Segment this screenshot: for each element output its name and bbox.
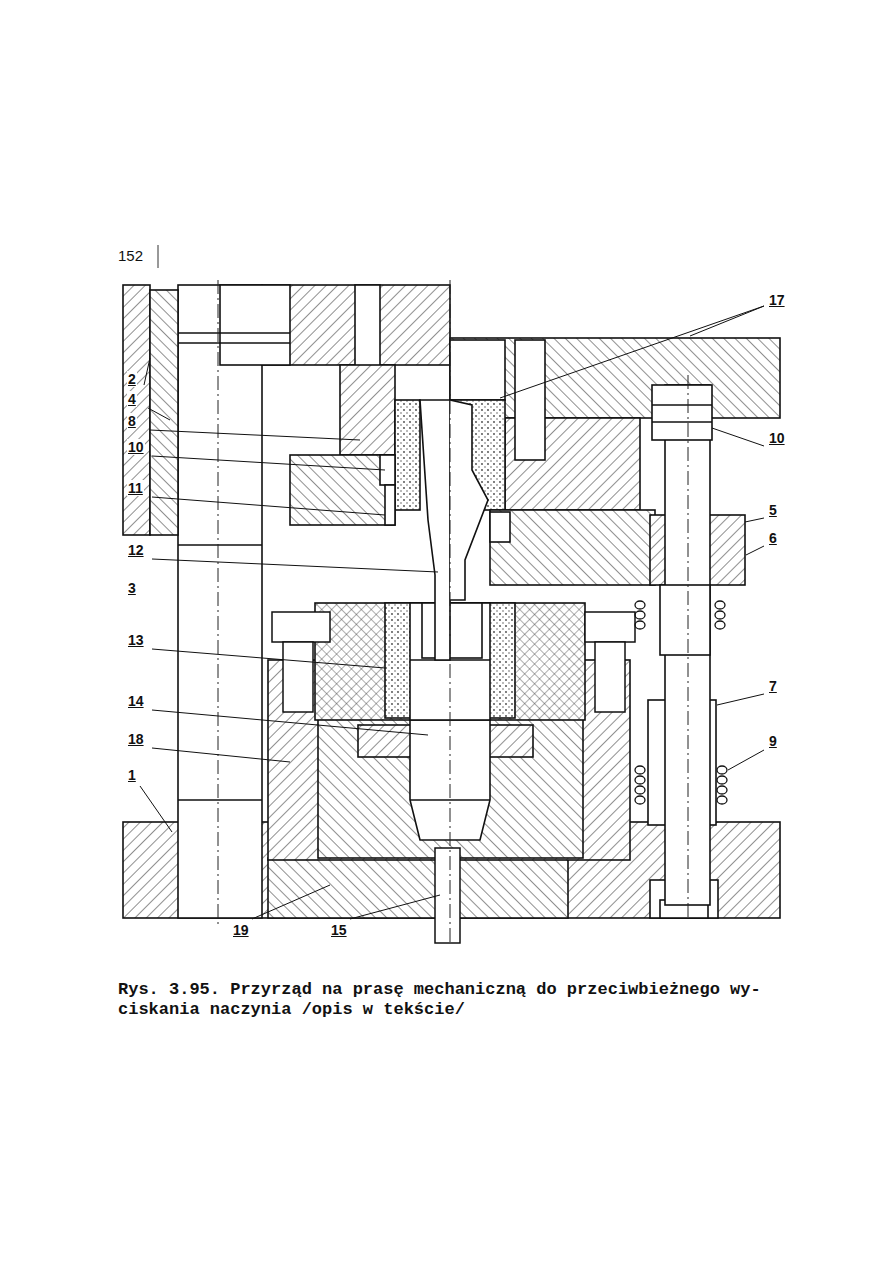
upper-plate-left-part [395, 400, 420, 510]
springs-part [717, 776, 727, 784]
upper-plate-left-part [178, 342, 290, 344]
stripper-column-right-part [652, 421, 712, 423]
die-bolts-part [585, 612, 635, 642]
punch [420, 400, 488, 660]
springs-part [715, 621, 725, 629]
callout-number: 7 [768, 678, 778, 694]
leader-lines-part [152, 456, 385, 470]
guide-post-left [178, 285, 262, 918]
punch-part [450, 400, 488, 600]
leader-lines-part [728, 750, 764, 770]
callout-number: 8 [127, 413, 137, 429]
leader-lines-part [152, 748, 290, 762]
callout-number: 14 [127, 693, 145, 709]
centerlines-part [450, 280, 451, 945]
punch-part [420, 400, 450, 660]
callout-number: 4 [127, 391, 137, 407]
springs-part [715, 611, 725, 619]
leader-lines-part [144, 358, 150, 385]
upper-plate-left [123, 285, 450, 535]
die-part [422, 603, 482, 658]
springs-part [635, 601, 645, 609]
callout-number: 10 [127, 439, 145, 455]
springs-part [717, 766, 727, 774]
leader-lines-part [152, 497, 385, 515]
springs-part [635, 796, 645, 804]
centerlines-part [688, 375, 689, 920]
upper-plate-right-part [450, 340, 505, 400]
base-plate-part [268, 858, 568, 918]
callout-number: 17 [768, 292, 786, 308]
leader-lines-part [690, 306, 764, 336]
callout-number: 9 [768, 733, 778, 749]
callout-number: 6 [768, 530, 778, 546]
centerlines-part [218, 280, 219, 925]
leader-lines [140, 306, 764, 919]
die-bolts-part [272, 612, 330, 642]
springs-part [635, 621, 645, 629]
upper-plate-left-part [220, 285, 290, 365]
callout-number: 11 [127, 480, 144, 496]
callout-number: 18 [127, 731, 145, 747]
callout-number: 2 [127, 371, 137, 387]
callout-number: 19 [232, 922, 250, 938]
page-number-bar [158, 245, 159, 268]
page-number: 152 [117, 248, 144, 264]
upper-plate-left-part [178, 332, 290, 334]
springs-part [635, 611, 645, 619]
die-bolts [272, 612, 635, 712]
leader-lines-part [150, 430, 360, 440]
upper-plate-right-part [490, 512, 510, 542]
callout-number: 15 [330, 922, 348, 938]
leader-lines-part [746, 546, 764, 555]
springs-part [717, 786, 727, 794]
springs-part [717, 796, 727, 804]
stripper-column-right-part [652, 385, 712, 440]
upper-plate-left-part [123, 285, 150, 535]
upper-plate-left-part [340, 365, 395, 455]
leader-lines-part [252, 885, 330, 919]
guide-post-left-part [178, 544, 262, 546]
page-number-bar-part [158, 245, 159, 268]
die-bolts-part [283, 642, 313, 712]
upper-plate-right-part [515, 340, 545, 460]
upper-plate-left-part [385, 485, 395, 525]
leader-lines-part [745, 518, 764, 522]
callout-number: 5 [768, 502, 778, 518]
leader-lines-part [717, 694, 764, 705]
callout-number: 3 [127, 580, 137, 596]
callout-number: 1 [127, 767, 137, 783]
springs [635, 601, 727, 804]
callout-number: 10 [768, 430, 786, 446]
leader-lines-part [500, 306, 764, 398]
leader-lines-part [152, 649, 385, 668]
guide-post-left-part [178, 285, 262, 918]
callout-number: 12 [127, 542, 145, 558]
springs-part [635, 776, 645, 784]
stripper-column-right-part [652, 404, 712, 406]
springs-part [715, 601, 725, 609]
springs-part [635, 766, 645, 774]
guide-post-left-part [178, 799, 262, 801]
springs-part [635, 786, 645, 794]
leader-lines-part [152, 710, 428, 735]
figure-caption: Rys. 3.95. Przyrząd na prasę mechaniczną… [118, 980, 780, 1020]
die-holder-part [410, 799, 490, 801]
stripper-column-right-part [660, 585, 710, 655]
stripper-column-right [648, 385, 745, 905]
leader-lines-part [140, 786, 172, 832]
centerlines [218, 280, 688, 945]
leader-lines-part [152, 559, 438, 572]
callout-number: 13 [127, 632, 145, 648]
upper-plate-right-part [490, 510, 655, 585]
die-bolts-part [595, 642, 625, 712]
leader-lines-part [712, 428, 764, 446]
leader-lines-part [148, 408, 170, 420]
leader-lines-part [350, 895, 440, 919]
upper-plate-right [450, 338, 780, 585]
